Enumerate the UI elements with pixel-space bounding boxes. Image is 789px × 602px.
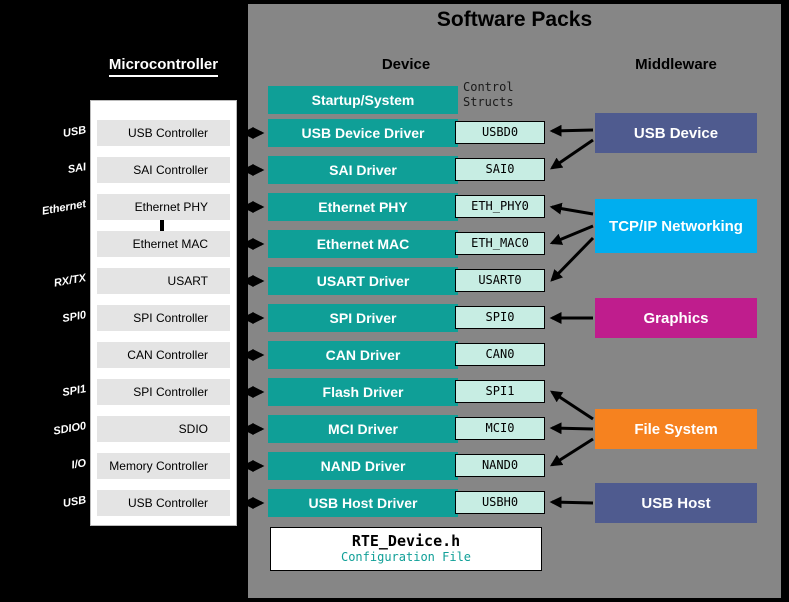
startup-system-box: Startup/System bbox=[268, 86, 458, 114]
middleware-box-tcpip-networking: TCP/IP Networking bbox=[595, 199, 757, 253]
control-struct-box: CAN0 bbox=[455, 343, 545, 366]
port-label: I/O bbox=[70, 457, 88, 472]
middleware-header: Middleware bbox=[635, 56, 717, 73]
mcu-row: USB Controller bbox=[97, 120, 230, 146]
control-struct-box: USBD0 bbox=[455, 121, 545, 144]
diagram-title: Software Packs bbox=[436, 8, 593, 31]
middleware-box-file-system: File System bbox=[595, 409, 757, 449]
mcu-row: Ethernet PHY bbox=[97, 194, 230, 220]
mcu-row-label: SDIO bbox=[178, 422, 208, 436]
rte-device-title: RTE_Device.h bbox=[351, 532, 461, 550]
control-struct-box: USBH0 bbox=[455, 491, 545, 514]
driver-box: SAI Driver bbox=[268, 156, 458, 184]
microcontroller-header: Microcontroller bbox=[86, 56, 241, 77]
mcu-row: SPI Controller bbox=[97, 379, 230, 405]
driver-box: MCI Driver bbox=[268, 415, 458, 443]
mcu-row-label: SPI Controller bbox=[133, 385, 208, 399]
mcu-row-label: CAN Controller bbox=[127, 348, 208, 362]
port-label: SDIO0 bbox=[52, 420, 88, 438]
control-struct-box: SPI0 bbox=[455, 306, 545, 329]
driver-box: Ethernet MAC bbox=[268, 230, 458, 258]
mcu-row: Ethernet MAC bbox=[97, 231, 230, 257]
mcu-row: USART bbox=[97, 268, 230, 294]
driver-box: Flash Driver bbox=[268, 378, 458, 406]
microcontroller-header-label: Microcontroller bbox=[108, 56, 219, 77]
mcu-row-label: Memory Controller bbox=[109, 459, 208, 473]
microcontroller-box: USB Controller SAI Controller Ethernet P… bbox=[90, 100, 237, 526]
mcu-row: SAI Controller bbox=[97, 157, 230, 183]
port-label: Ethernet bbox=[41, 198, 88, 218]
driver-box: SPI Driver bbox=[268, 304, 458, 332]
rte-device-box: RTE_Device.h Configuration File bbox=[270, 527, 542, 571]
driver-box: USB Device Driver bbox=[268, 119, 458, 147]
control-struct-box: ETH_MAC0 bbox=[455, 232, 545, 255]
control-struct-box: ETH_PHY0 bbox=[455, 195, 545, 218]
middleware-box-graphics: Graphics bbox=[595, 298, 757, 338]
control-struct-box: NAND0 bbox=[455, 454, 545, 477]
control-struct-box: SAI0 bbox=[455, 158, 545, 181]
mcu-row: Memory Controller bbox=[97, 453, 230, 479]
mcu-row-label: SPI Controller bbox=[133, 311, 208, 325]
mcu-row: SPI Controller bbox=[97, 305, 230, 331]
middleware-box-usb-host: USB Host bbox=[595, 483, 757, 523]
port-label: USB bbox=[62, 494, 88, 510]
middleware-box-usb-device: USB Device bbox=[595, 113, 757, 153]
mcu-row: CAN Controller bbox=[97, 342, 230, 368]
mcu-row-label: USART bbox=[167, 274, 208, 288]
port-label: SPI1 bbox=[61, 383, 88, 400]
port-label: USB bbox=[62, 124, 88, 140]
control-struct-box: SPI1 bbox=[455, 380, 545, 403]
mcu-row: SDIO bbox=[97, 416, 230, 442]
mcu-row: USB Controller bbox=[97, 490, 230, 516]
mcu-row-label: USB Controller bbox=[127, 126, 208, 140]
mcu-row-label: SAI Controller bbox=[133, 163, 208, 177]
port-label: SAI bbox=[66, 161, 88, 177]
driver-box: NAND Driver bbox=[268, 452, 458, 480]
mcu-row-label: USB Controller bbox=[127, 496, 208, 510]
control-struct-box: USART0 bbox=[455, 269, 545, 292]
port-label: RX/TX bbox=[53, 272, 88, 290]
mcu-row-label: Ethernet PHY bbox=[134, 200, 208, 214]
ethernet-phy-mac-link bbox=[160, 220, 164, 231]
port-label: SPI0 bbox=[61, 309, 88, 326]
mcu-row-label: Ethernet MAC bbox=[132, 237, 208, 251]
control-struct-box: MCI0 bbox=[455, 417, 545, 440]
driver-box: USART Driver bbox=[268, 267, 458, 295]
driver-box: Ethernet PHY bbox=[268, 193, 458, 221]
driver-box: USB Host Driver bbox=[268, 489, 458, 517]
control-structs-label: Control Structs bbox=[463, 80, 514, 109]
device-header: Device bbox=[381, 56, 431, 73]
driver-box: CAN Driver bbox=[268, 341, 458, 369]
rte-device-subtitle: Configuration File bbox=[340, 550, 472, 564]
